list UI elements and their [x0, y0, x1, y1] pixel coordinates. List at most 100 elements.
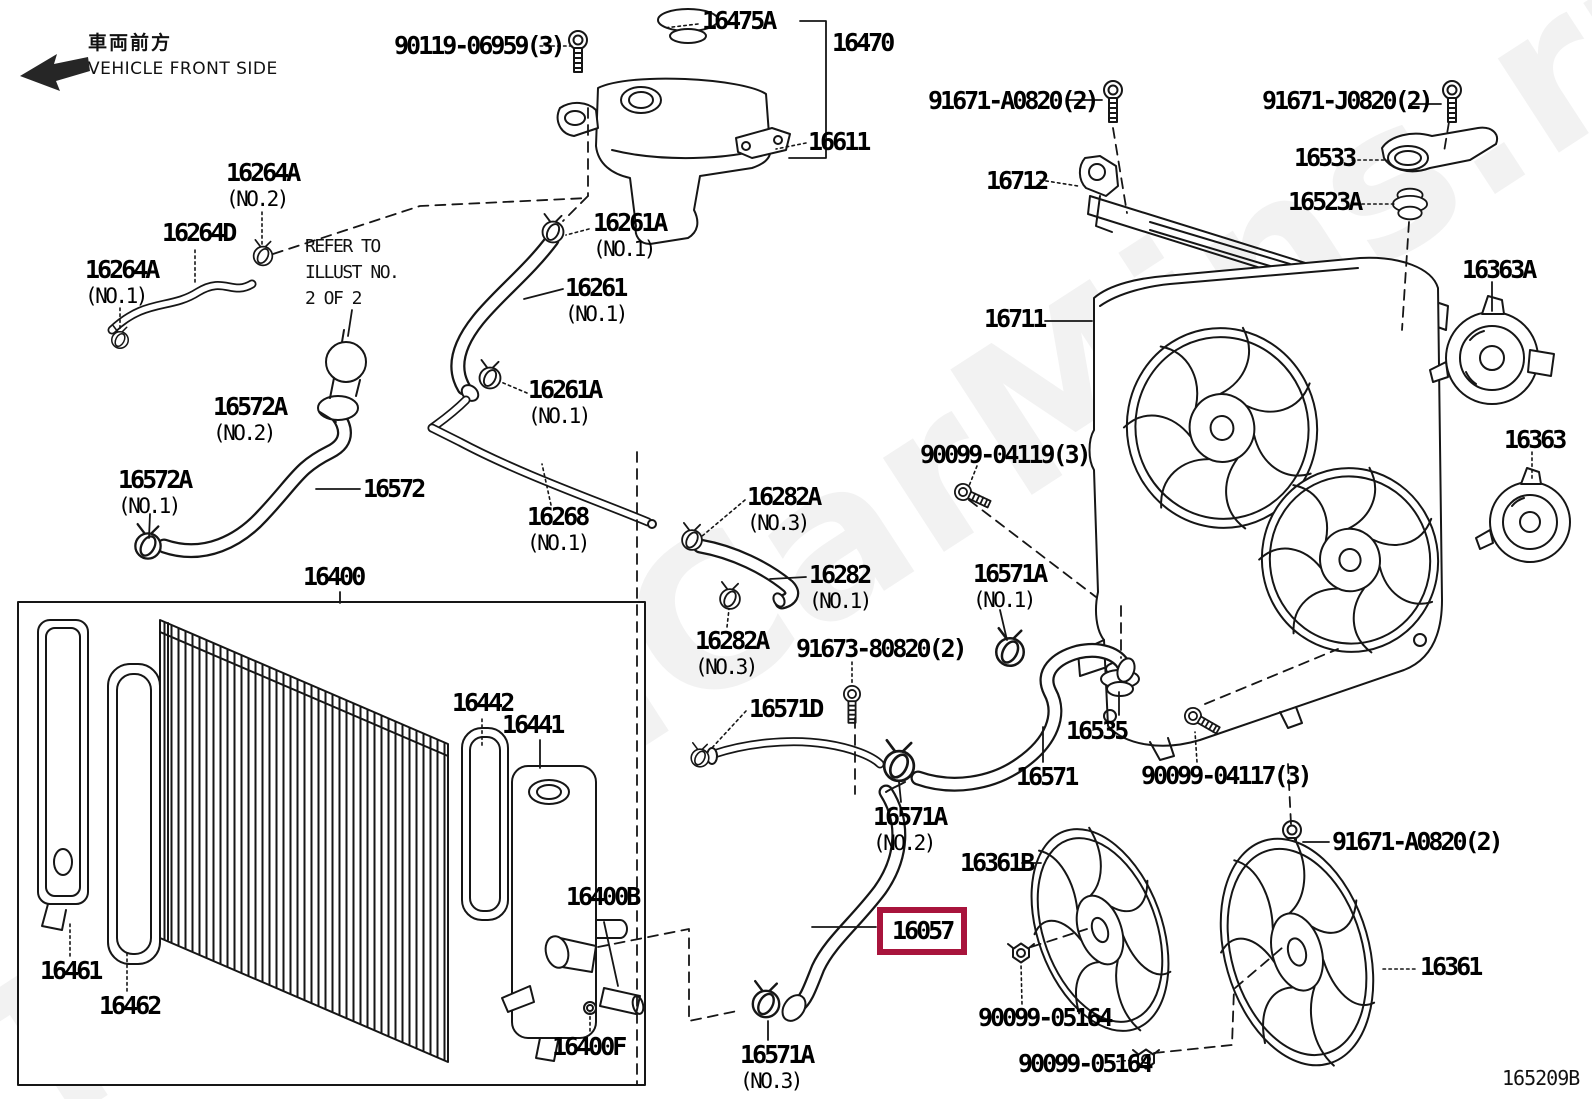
part-label-16261[interactable]: 16261(NO.1) — [565, 275, 628, 326]
vehicle-front-note-jp: 車両前方 — [88, 32, 173, 54]
part-label-16523A[interactable]: 16523A — [1288, 187, 1363, 216]
part-label-16572A-no2[interactable]: 16572A(NO.2) — [213, 392, 288, 444]
part-label-16475A[interactable]: 16475A — [702, 6, 777, 35]
part-label-16533[interactable]: 16533 — [1294, 143, 1357, 172]
part-number-variant: (NO.2) — [873, 831, 936, 855]
part-number: 16363A — [1462, 255, 1537, 284]
part-number: 16571A — [740, 1040, 815, 1069]
part-number: 16571 — [1016, 762, 1079, 791]
part-number: 16261A — [593, 208, 668, 237]
part-label-16535[interactable]: 16535 — [1066, 718, 1129, 743]
part-label-90099-04119[interactable]: 90099-04119(3) — [920, 440, 1092, 469]
part-number: 16264A — [226, 158, 301, 187]
part-label-16571A-no1[interactable]: 16571A(NO.1) — [973, 559, 1048, 612]
part-label-91671-A0820-a[interactable]: 91671-A0820(2) — [928, 88, 1100, 113]
part-label-16264D[interactable]: 16264D — [162, 218, 237, 247]
part-label-16264A-no1[interactable]: 16264A(NO.1) — [85, 255, 160, 307]
part-number: 16264D — [162, 218, 237, 247]
part-label-91673-80820[interactable]: 91673-80820(2) — [796, 634, 968, 663]
part-label-16363A[interactable]: 16363A — [1462, 255, 1537, 284]
part-label-16057[interactable]: 16057 — [877, 907, 968, 955]
part-label-16462[interactable]: 16462 — [99, 993, 162, 1018]
part-number-variant: (NO.1) — [565, 302, 628, 326]
refer-illust-note-line: ILLUST NO. — [305, 262, 400, 283]
part-number: 16533 — [1294, 143, 1357, 172]
part-label-90099-05164-a[interactable]: 90099-05164 — [978, 1003, 1114, 1032]
radiator-inset-art — [17, 601, 646, 1086]
part-number: 16711 — [984, 304, 1047, 333]
part-label-16461[interactable]: 16461 — [40, 956, 103, 985]
part-number-variant: (NO.1) — [973, 588, 1036, 612]
part-number: 16572A — [213, 392, 288, 421]
part-number: 16400 — [303, 562, 366, 591]
part-number: 16282A — [747, 482, 822, 511]
part-label-90099-04117[interactable]: 90099-04117(3) — [1141, 763, 1313, 788]
part-label-16711[interactable]: 16711 — [984, 304, 1047, 333]
part-number: 16441 — [502, 710, 565, 739]
part-number: 16282 — [809, 560, 872, 589]
diagram-code: 165209B — [1502, 1066, 1580, 1090]
part-label-16441[interactable]: 16441 — [502, 710, 565, 739]
part-label-16470[interactable]: 16470 — [832, 30, 895, 55]
part-label-90119-06959[interactable]: 90119-06959(3) — [394, 31, 566, 60]
part-label-16572[interactable]: 16572 — [363, 476, 426, 501]
part-number: 16523A — [1288, 187, 1363, 216]
part-number: 16361B — [960, 848, 1035, 877]
part-number: 90119-06959(3) — [394, 31, 566, 60]
part-number: 16475A — [702, 6, 777, 35]
part-label-91671-J0820[interactable]: 91671-J0820(2) — [1262, 86, 1434, 115]
part-number: 16264A — [85, 255, 160, 284]
part-number: 16363 — [1504, 425, 1567, 454]
part-label-16363[interactable]: 16363 — [1504, 425, 1567, 454]
part-label-16571A-no2[interactable]: 16571A(NO.2) — [873, 802, 948, 855]
part-number-variant: (NO.1) — [593, 237, 656, 261]
part-label-16261A-no1-b[interactable]: 16261A(NO.1) — [528, 375, 603, 428]
vehicle-front-note-en: VEHICLE FRONT SIDE — [88, 59, 278, 79]
part-number: 90099-04119(3) — [920, 440, 1092, 469]
part-label-16571A-no3[interactable]: 16571A(NO.3) — [740, 1040, 815, 1093]
part-number: 16400F — [552, 1032, 627, 1061]
part-label-16264A-no2[interactable]: 16264A(NO.2) — [226, 158, 301, 210]
part-label-90099-05164-b[interactable]: 90099-05164 — [1018, 1049, 1154, 1078]
part-number: 16261A — [528, 375, 603, 404]
part-number: 91673-80820(2) — [796, 634, 968, 663]
part-label-91671-A0820-b[interactable]: 91671-A0820(2) — [1332, 829, 1504, 854]
part-number: 16571D — [749, 694, 824, 723]
leader-lines — [69, 20, 1533, 1063]
part-number: 90099-05164 — [1018, 1049, 1154, 1078]
part-label-16572A-no1[interactable]: 16572A(NO.1) — [118, 467, 193, 518]
part-label-16400[interactable]: 16400 — [303, 562, 366, 591]
part-number-variant: (NO.1) — [809, 589, 872, 613]
part-label-16712[interactable]: 16712 — [986, 168, 1049, 193]
part-label-16611[interactable]: 16611 — [808, 127, 871, 156]
part-label-16282A-no3-b[interactable]: 16282A(NO.3) — [695, 628, 770, 679]
part-number: 16571A — [973, 559, 1048, 588]
part-label-16442[interactable]: 16442 — [452, 690, 515, 715]
part-number-variant: (NO.1) — [118, 494, 181, 518]
part-number-variant: (NO.1) — [528, 404, 591, 428]
refer-illust-note-line: REFER TO — [305, 236, 381, 257]
part-label-16400B[interactable]: 16400B — [566, 884, 641, 909]
refer-illust-note-line: 2 OF 2 — [305, 288, 363, 309]
part-label-16261A-no1-a[interactable]: 16261A(NO.1) — [593, 208, 668, 261]
part-label-16361[interactable]: 16361 — [1420, 954, 1483, 979]
part-label-16268[interactable]: 16268(NO.1) — [527, 504, 590, 554]
vehicle-front-arrow-icon — [20, 54, 90, 91]
part-number: 16461 — [40, 956, 103, 985]
fan-shroud-art — [1077, 256, 1455, 761]
part-number: 91671-J0820(2) — [1262, 86, 1434, 115]
part-label-16361B[interactable]: 16361B — [960, 848, 1035, 877]
part-label-16282A-no3-a[interactable]: 16282A(NO.3) — [747, 482, 822, 534]
part-label-16400F[interactable]: 16400F — [552, 1032, 627, 1061]
part-number: 16611 — [808, 127, 871, 156]
part-label-16282[interactable]: 16282(NO.1) — [809, 560, 872, 613]
part-label-16571D[interactable]: 16571D — [749, 694, 824, 723]
refer-illust-note: REFER TO ILLUST NO. 2 OF 2 — [305, 234, 400, 312]
part-number: 90099-05164 — [978, 1003, 1114, 1032]
part-number-variant: (NO.3) — [695, 655, 758, 679]
part-label-16571[interactable]: 16571 — [1016, 762, 1079, 791]
part-number: 16571A — [873, 802, 948, 831]
part-number-variant: (NO.3) — [740, 1069, 803, 1093]
